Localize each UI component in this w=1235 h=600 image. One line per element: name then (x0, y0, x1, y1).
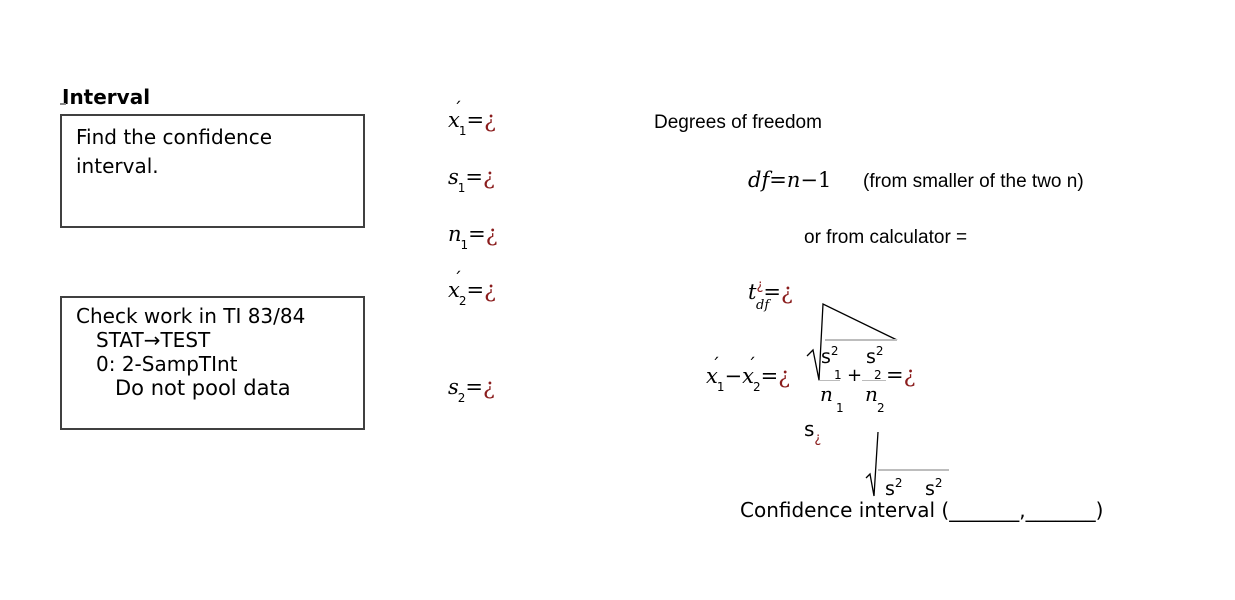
var-s2-row: s2=¿ (448, 375, 495, 405)
se-den-n1-sub: 1 (836, 401, 844, 415)
var-x2-eq: = (466, 278, 485, 302)
page-title: Interval (62, 85, 151, 109)
se-s2-sq: 2 (875, 344, 884, 358)
se-den-n2-sub: 2 (877, 401, 885, 415)
check-line-4: Do not pool data (115, 376, 291, 400)
se-frac2-num: s2 (866, 344, 884, 368)
t-value: ¿ (780, 280, 793, 305)
var-x1-value: ¿ (484, 108, 496, 133)
ci-s2-squared: s2 (925, 476, 943, 500)
calculator-check-box: Check work in TI 83/84 STAT→TEST 0: 2-Sa… (60, 296, 365, 430)
var-x1-symbol: x (448, 108, 460, 132)
se-s1: s (821, 346, 831, 368)
df-formula: df=n−1 (748, 168, 831, 192)
ci-s2-sq: 2 (934, 476, 943, 490)
var-n1-sub: 1 (460, 238, 469, 252)
diff-x2-sub: 2 (752, 380, 761, 394)
sqrt-symbol-2 (865, 431, 949, 497)
se-value: ¿ (903, 363, 916, 388)
var-s1-sub: 1 (457, 181, 466, 195)
var-s1-eq: = (465, 165, 484, 189)
var-s1-symbol: s (448, 165, 459, 189)
df-eq: = (769, 168, 787, 192)
se-s1-sq: 2 (830, 344, 839, 358)
se-frac1-num: s2 (821, 344, 839, 368)
df-minus: − (800, 168, 818, 192)
se-den-n2: n (865, 382, 878, 406)
se-den-n1: n (820, 382, 833, 406)
var-n1-row: n1=¿ (448, 222, 498, 252)
t-superscript: ¿ (756, 278, 764, 293)
t-eq: = (763, 280, 781, 304)
df-one: 1 (817, 168, 832, 192)
se-s1-sub: 1 (834, 368, 842, 382)
diff-value: ¿ (778, 364, 790, 389)
s-label: s¿ (804, 417, 821, 446)
diff-x2-symbol: x (742, 364, 754, 388)
check-line-3: 0: 2-SampTInt (96, 352, 238, 376)
ci-lower-blank: _______ (949, 498, 1020, 522)
diff-minus: − (724, 364, 743, 388)
se-frac2-bar (862, 380, 886, 381)
sqrt2-stroke (865, 431, 879, 497)
t-subscript-df: df (756, 298, 770, 313)
var-x2-value: ¿ (484, 278, 496, 303)
diff-x1-symbol: x (706, 364, 718, 388)
check-line-2: STAT→TEST (96, 328, 211, 352)
df-symbol: df (748, 168, 770, 192)
ci-label: Confidence interval ( (740, 498, 950, 522)
s-label-symbol: s (804, 417, 815, 441)
var-n1-eq: = (468, 222, 486, 246)
df-n: n (786, 168, 801, 192)
var-n1-symbol: n (448, 222, 462, 246)
instruction-line-2: interval. (76, 154, 159, 178)
ci-s1: s (885, 478, 895, 500)
instruction-line-1: Find the confidence (76, 125, 272, 149)
t-critical: t¿=¿ (748, 278, 793, 305)
var-s1-row: s1=¿ (448, 165, 495, 195)
var-s1-value: ¿ (483, 165, 495, 190)
diff-x1-sub: 1 (716, 380, 725, 394)
ci-close: ) (1095, 498, 1104, 522)
confidence-interval-row: Confidence interval (_______,_______) (740, 498, 1103, 522)
var-s2-symbol: s (448, 375, 459, 399)
smaller-n-note: (from smaller of the two n) (863, 171, 1084, 192)
mean-difference: x1−x2=¿ (706, 364, 790, 394)
ci-s1-squared: s2 (885, 476, 903, 500)
s-label-sub: ¿ (814, 431, 822, 446)
degrees-of-freedom-label: Degrees of freedom (654, 112, 822, 133)
var-s2-sub: 2 (457, 391, 466, 405)
se-plus: + (847, 365, 863, 386)
check-line-1: Check work in TI 83/84 (76, 304, 306, 328)
se-eq: = (886, 363, 904, 387)
se-s2: s (866, 346, 876, 368)
calculator-note: or from calculator = (804, 227, 968, 248)
se-frac1-bar (818, 380, 840, 381)
instruction-box: Find the confidence interval. (60, 114, 365, 228)
ci-upper-blank: _______ (1025, 498, 1096, 522)
var-x2-row: x2=¿ (448, 278, 496, 308)
var-n1-value: ¿ (485, 222, 498, 247)
ci-comma: , (1019, 498, 1026, 522)
var-x1-sub: 1 (458, 124, 467, 138)
var-s2-value: ¿ (483, 375, 495, 400)
se-eq-value: =¿ (886, 363, 915, 388)
t-symbol: t (748, 280, 757, 304)
var-x1-row: x1=¿ (448, 108, 496, 138)
title-mark (60, 103, 66, 105)
var-x1-eq: = (466, 108, 485, 132)
var-x2-sub: 2 (458, 294, 467, 308)
se-s2-sub: 2 (874, 368, 882, 382)
var-s2-eq: = (465, 375, 484, 399)
ci-s2: s (925, 478, 935, 500)
ci-s1-sq: 2 (894, 476, 903, 490)
var-x2-symbol: x (448, 278, 460, 302)
diff-eq: = (760, 364, 779, 388)
